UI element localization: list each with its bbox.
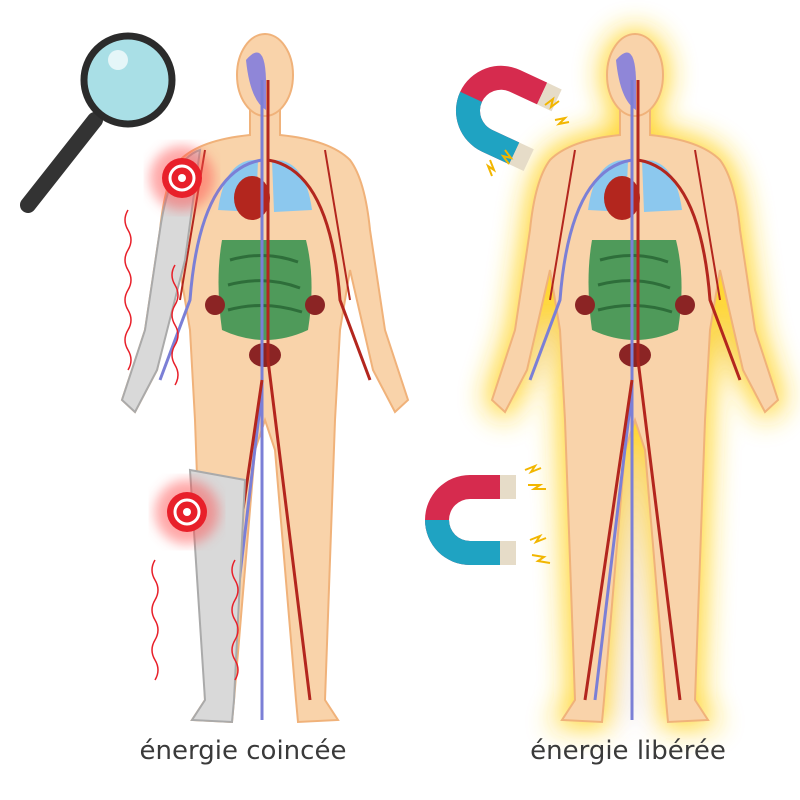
figure-stuck-energy — [20, 32, 410, 724]
label-released-energy: énergie libérée — [530, 736, 726, 766]
magnet-icon-bottom — [425, 475, 516, 565]
label-stuck-energy: énergie coincée — [139, 736, 347, 766]
magnifying-glass-icon — [20, 32, 176, 213]
pain-shoulder — [150, 146, 214, 210]
pain-knee — [155, 480, 219, 544]
spark-icons — [485, 96, 570, 564]
magnet-icon-top — [441, 50, 562, 172]
figure-released-energy — [483, 29, 787, 730]
vibration-lines — [124, 209, 239, 681]
